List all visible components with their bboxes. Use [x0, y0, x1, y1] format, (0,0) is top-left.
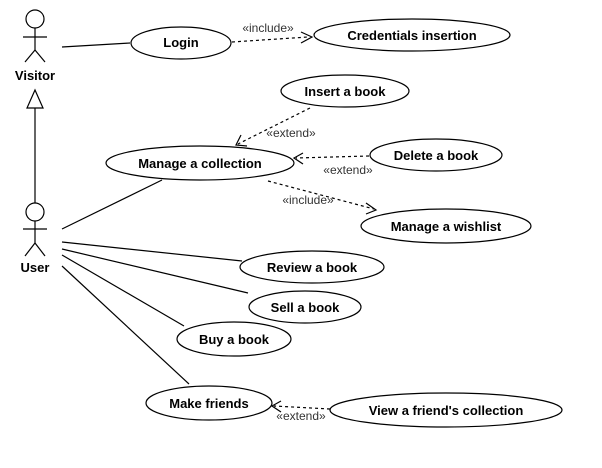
use-case-login-label: Login: [163, 35, 198, 50]
association-user-sell: [61, 248, 249, 294]
actor-visitor: Visitor: [15, 9, 55, 83]
use-case-review-book-label: Review a book: [267, 260, 358, 275]
arrowhead-icon: [270, 400, 282, 413]
generalization-arrow-icon: [26, 88, 44, 109]
use-case-credentials-label: Credentials insertion: [347, 28, 476, 43]
extend-insert-manage: «extend»: [235, 107, 316, 147]
include-login-credentials: «include»: [231, 21, 314, 44]
use-case-manage-collection-label: Manage a collection: [138, 156, 262, 171]
arrowhead-icon: [300, 31, 314, 44]
use-case-make-friends[interactable]: Make friends: [145, 385, 273, 421]
actor-visitor-label: Visitor: [15, 68, 55, 83]
include-manage-wishlist: «include»: [267, 180, 378, 215]
use-case-credentials-insertion[interactable]: Credentials insertion: [313, 18, 511, 52]
use-case-buy-book[interactable]: Buy a book: [176, 321, 292, 357]
use-case-review-book[interactable]: Review a book: [239, 250, 385, 284]
association-user-manage-collection: [61, 179, 163, 230]
use-case-buy-book-label: Buy a book: [199, 332, 270, 347]
use-case-delete-book[interactable]: Delete a book: [369, 138, 503, 172]
stereotype-include-login: «include»: [242, 21, 294, 35]
extend-delete-manage: «extend»: [292, 152, 373, 177]
actor-user-label: User: [21, 260, 50, 275]
use-case-manage-collection[interactable]: Manage a collection: [105, 145, 295, 181]
arrowhead-icon: [292, 152, 304, 165]
actor-head-icon: [25, 9, 45, 29]
actor-head-icon: [25, 202, 45, 222]
use-case-view-friend-collection-label: View a friend's collection: [369, 403, 524, 418]
use-case-insert-book[interactable]: Insert a book: [280, 74, 410, 108]
stereotype-extend-view-friend: «extend»: [276, 409, 326, 423]
actor-user: User: [21, 202, 50, 275]
use-case-make-friends-label: Make friends: [169, 396, 248, 411]
association-visitor-login: [61, 42, 131, 48]
arrowhead-icon: [235, 134, 248, 147]
arrowhead-icon: [365, 202, 378, 215]
extend-view-friend-make-friends: «extend»: [270, 400, 331, 423]
use-case-manage-wishlist-label: Manage a wishlist: [391, 219, 502, 234]
stereotype-include-wishlist: «include»: [282, 193, 334, 207]
use-case-manage-wishlist[interactable]: Manage a wishlist: [360, 208, 532, 244]
stereotype-extend-insert: «extend»: [266, 126, 316, 140]
use-case-insert-book-label: Insert a book: [305, 84, 387, 99]
use-case-delete-book-label: Delete a book: [394, 148, 479, 163]
generalization-user-visitor: [26, 88, 44, 204]
use-case-sell-book[interactable]: Sell a book: [248, 290, 362, 324]
association-user-buy: [61, 254, 185, 327]
use-case-sell-book-label: Sell a book: [271, 300, 340, 315]
use-case-login[interactable]: Login: [130, 26, 232, 60]
association-user-review: [61, 241, 243, 262]
stereotype-extend-delete: «extend»: [323, 163, 373, 177]
association-user-make-friends: [61, 265, 190, 385]
use-case-view-friend-collection[interactable]: View a friend's collection: [329, 392, 563, 428]
